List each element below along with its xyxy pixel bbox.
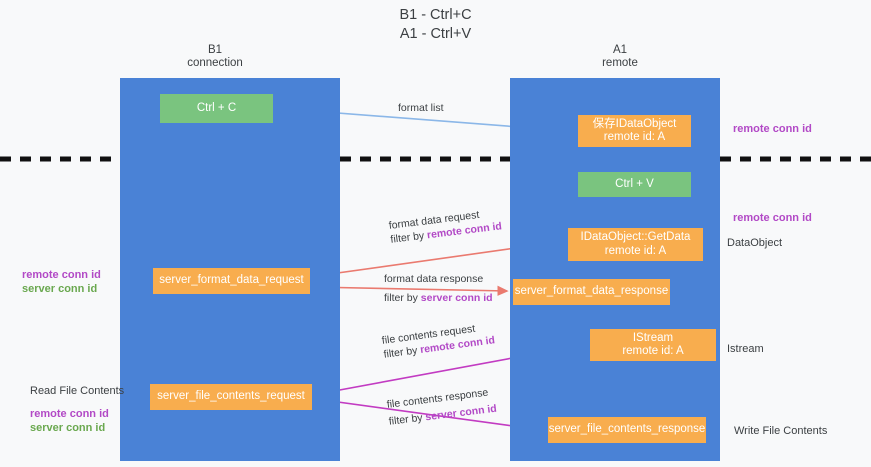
annotation-left-conn-ids-mid: remote conn id server conn id: [22, 268, 101, 296]
annotation-write-file-contents: Write File Contents: [734, 425, 828, 437]
edge-label-format-data-response: format data response filter by server co…: [384, 272, 493, 305]
node-istream[interactable]: IStream remote id: A: [590, 329, 716, 361]
node-ctrl-c[interactable]: Ctrl + C: [160, 94, 273, 123]
edge-label-format-data-response-filter: filter by server conn id: [384, 291, 493, 305]
column-header-b1: B1 connection: [187, 44, 243, 69]
edge-label-format-data-request: format data request filter by remote con…: [388, 205, 503, 246]
annotation-remote-conn-id: remote conn id: [30, 408, 109, 420]
node-ctrl-v[interactable]: Ctrl + V: [578, 172, 691, 197]
node-idataobject-getdata[interactable]: IDataObject::GetData remote id: A: [568, 228, 703, 261]
annotation-server-conn-id: server conn id: [30, 422, 106, 434]
annotation-remote-conn-id-top: remote conn id: [733, 123, 812, 135]
annotation-remote-conn-id-mid: remote conn id: [733, 212, 812, 224]
filter-prefix: filter by: [388, 411, 427, 428]
edge-label-file-contents-response: file contents response filter by server …: [386, 385, 498, 429]
page-title: B1 - Ctrl+C A1 - Ctrl+V: [399, 7, 472, 42]
node-server-file-contents-response[interactable]: server_file_contents_response: [548, 417, 706, 443]
annotation-read-file-contents: Read File Contents: [30, 385, 125, 397]
node-idataobject[interactable]: 保存IDataObject remote id: A: [578, 115, 691, 147]
annotation-dataobject: DataObject: [727, 237, 783, 249]
node-server-format-data-request[interactable]: server_format_data_request: [153, 268, 310, 294]
annotation-istream: Istream: [727, 343, 764, 355]
annotation-remote-conn-id: remote conn id: [22, 269, 101, 281]
annotation-server-conn-id: server conn id: [22, 283, 98, 295]
filter-prefix: filter by: [384, 292, 421, 304]
filter-prefix: filter by: [382, 344, 421, 361]
edge-label-format-data-response-main: format data response: [384, 273, 484, 285]
edge-label-format-list-text: format list: [398, 102, 444, 114]
filter-prefix: filter by: [389, 229, 428, 246]
edge-label-format-list: format list: [398, 101, 444, 115]
node-server-format-data-response[interactable]: server_format_data_response: [513, 279, 670, 305]
annotation-left-conn-ids-low: Read File Contents remote conn id server…: [30, 384, 124, 435]
filter-key-server-conn-id: server conn id: [420, 292, 493, 304]
edge-label-file-contents-request: file contents request filter by remote c…: [381, 319, 496, 361]
column-header-a1: A1 remote: [602, 44, 638, 69]
node-server-file-contents-request[interactable]: server_file_contents_request: [150, 384, 312, 410]
